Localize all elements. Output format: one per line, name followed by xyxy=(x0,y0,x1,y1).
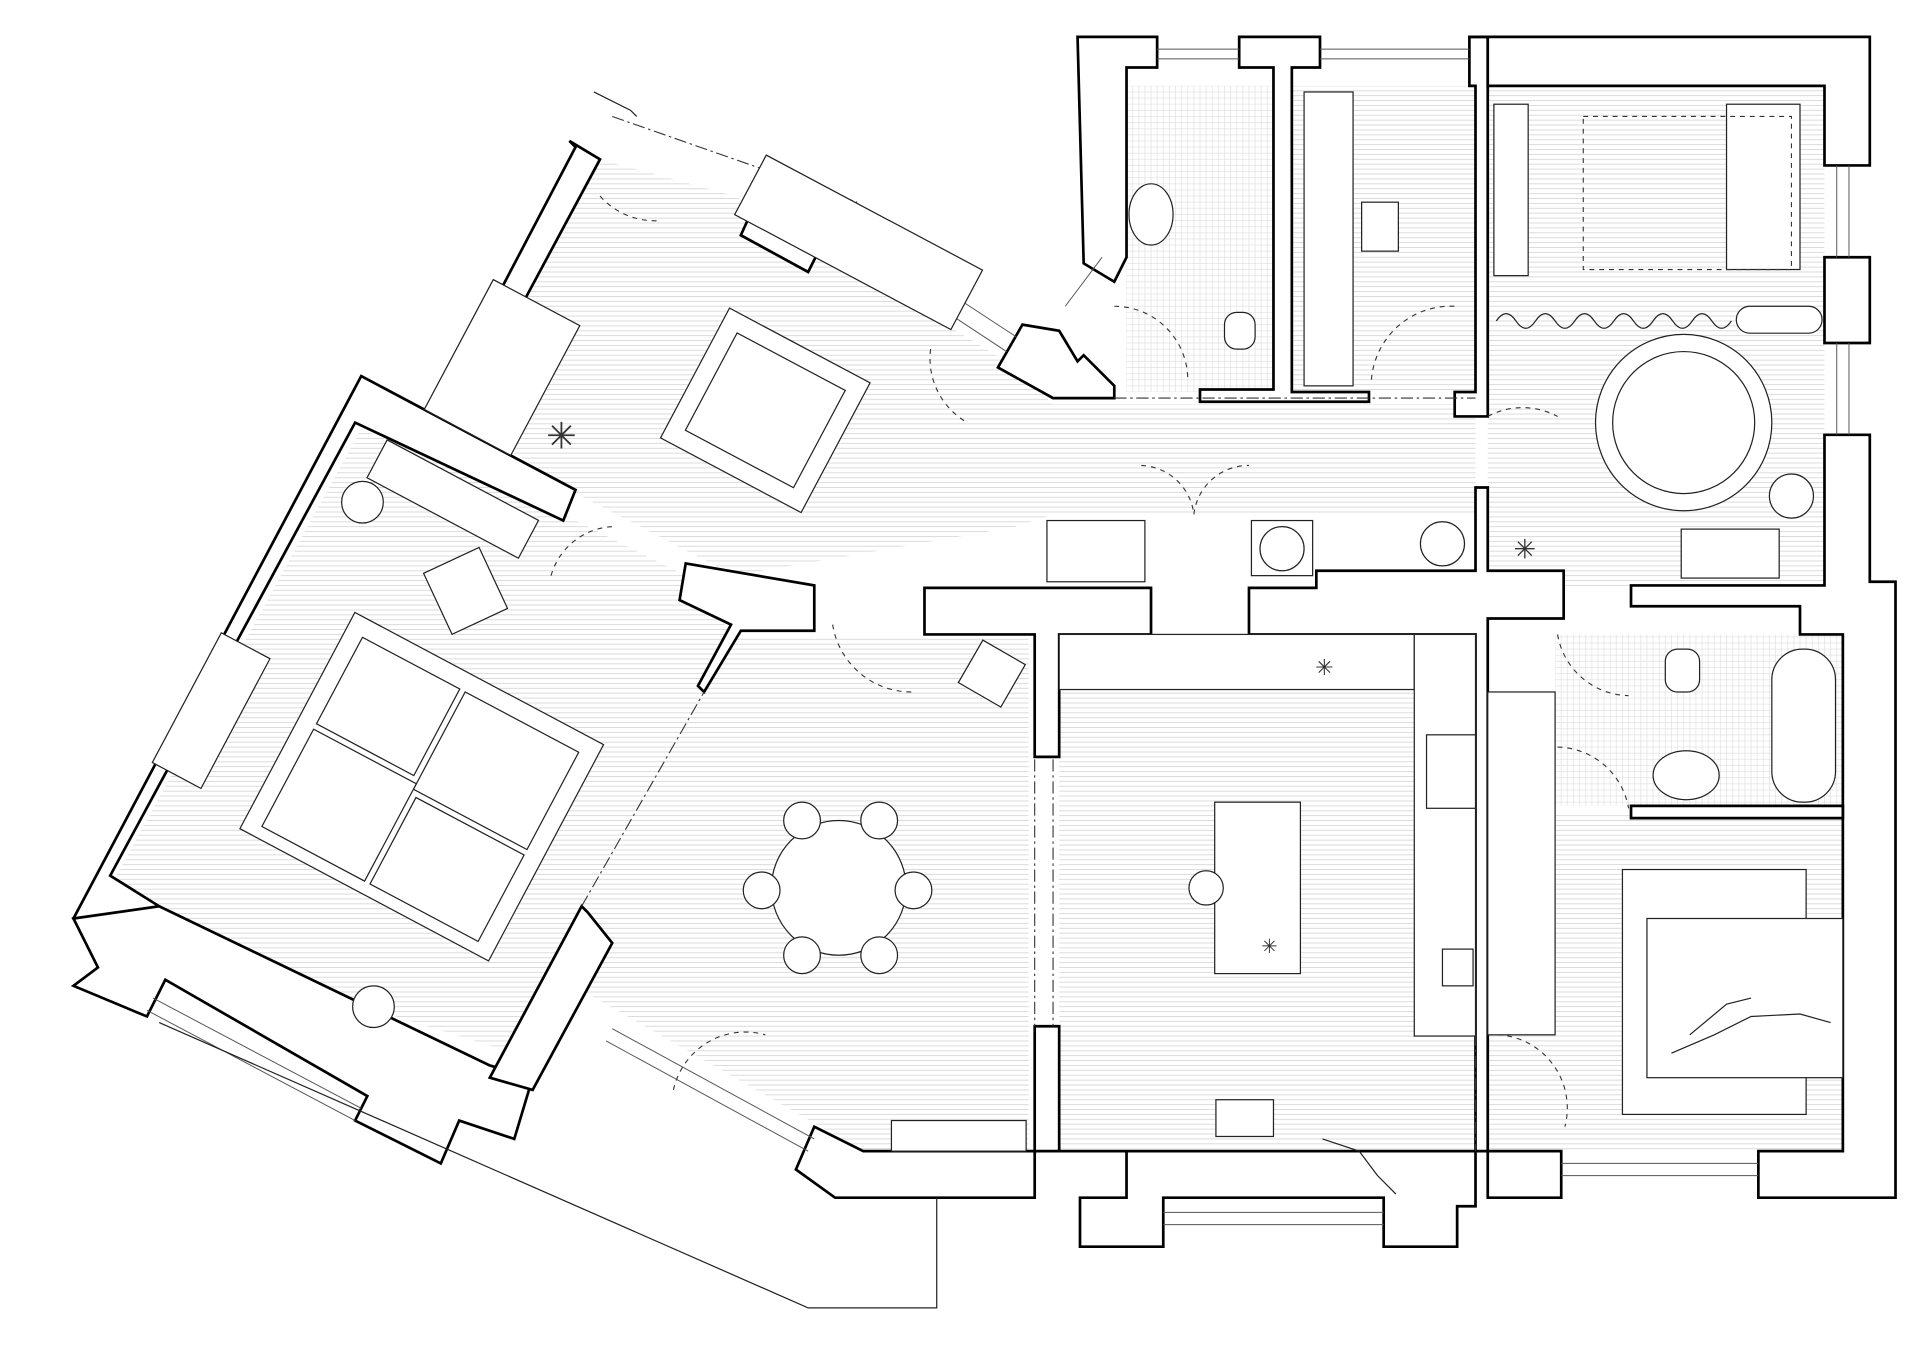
kids-rug xyxy=(1582,115,1792,271)
wardrobe-hall xyxy=(1046,519,1146,583)
kitchen-island xyxy=(1214,801,1302,975)
wall-bath2-divider xyxy=(1629,804,1845,820)
wall-right-mid xyxy=(1823,255,1872,345)
hall-floor xyxy=(440,159,1476,576)
toilet xyxy=(1664,648,1701,693)
desk xyxy=(1303,91,1354,387)
rug-hall-inner xyxy=(684,332,847,489)
plant-icon-kids: ✳ xyxy=(1513,535,1536,565)
walls xyxy=(70,35,1897,1249)
closet-living xyxy=(423,278,581,457)
kids-desk xyxy=(1493,103,1529,277)
dryer xyxy=(1259,526,1305,572)
plant-icon-island: ✳ xyxy=(1261,936,1277,958)
windows xyxy=(146,48,1850,1309)
wall-hall-middle xyxy=(923,586,1153,759)
bath1-basin xyxy=(1128,183,1174,246)
person-reclining-icon xyxy=(1671,997,1831,1054)
side-table xyxy=(352,985,395,1029)
dining-chairs xyxy=(742,801,933,975)
wall-right-top xyxy=(1469,35,1872,167)
plant-icon-kitchen: ✳ xyxy=(1315,655,1333,680)
kids-round-rug-inner xyxy=(1612,350,1756,495)
kids-bed xyxy=(1725,103,1801,271)
wall-bath1-bottom xyxy=(1198,35,1371,404)
wall-living-right xyxy=(487,904,614,1092)
dining-table xyxy=(770,819,907,956)
kitchen-counter-top xyxy=(1058,633,1415,691)
bench-dining xyxy=(890,1119,1027,1152)
hob xyxy=(1425,734,1477,809)
plant-icon: ✳ xyxy=(546,415,577,456)
wardrobe-bedroom xyxy=(1487,691,1556,1036)
people-figures xyxy=(1188,870,1831,1195)
bathtub xyxy=(1771,648,1837,803)
terrace-outline xyxy=(593,91,638,117)
wall-study-right xyxy=(1453,35,1490,418)
floor-lamp xyxy=(341,480,384,524)
wall-hall-corner xyxy=(996,323,1116,400)
person-walking-icon xyxy=(1322,1138,1397,1195)
sofa xyxy=(239,611,605,962)
wall-bedroom-bottom xyxy=(1486,1149,1563,1200)
sink xyxy=(1441,948,1474,987)
small-cabinet xyxy=(957,639,1027,708)
washbasin xyxy=(1652,750,1720,801)
tv-unit xyxy=(151,631,271,790)
kids-bench xyxy=(1680,528,1780,579)
boiler xyxy=(1419,521,1466,567)
furniture: ✳ ✳ ✳ ✳ xyxy=(151,91,1844,1152)
person-at-island-icon xyxy=(1188,870,1224,906)
wall-kitchen-bottom xyxy=(794,1024,1477,1249)
balcony-outline xyxy=(158,1022,938,1309)
ottoman xyxy=(1215,1099,1275,1138)
wall-right-outer xyxy=(1629,433,1897,1200)
armchair xyxy=(422,546,509,636)
wavy-rail xyxy=(1495,313,1732,329)
console-hall xyxy=(733,154,984,331)
bath1-toilet xyxy=(1223,311,1256,350)
kids-lamp xyxy=(1768,473,1815,519)
desk-chair xyxy=(1361,201,1399,252)
bed-mattress xyxy=(1646,917,1844,1079)
sideboard-living xyxy=(366,439,540,560)
kids-shelf xyxy=(1735,305,1823,334)
wall-bath1-outer xyxy=(1076,35,1159,284)
